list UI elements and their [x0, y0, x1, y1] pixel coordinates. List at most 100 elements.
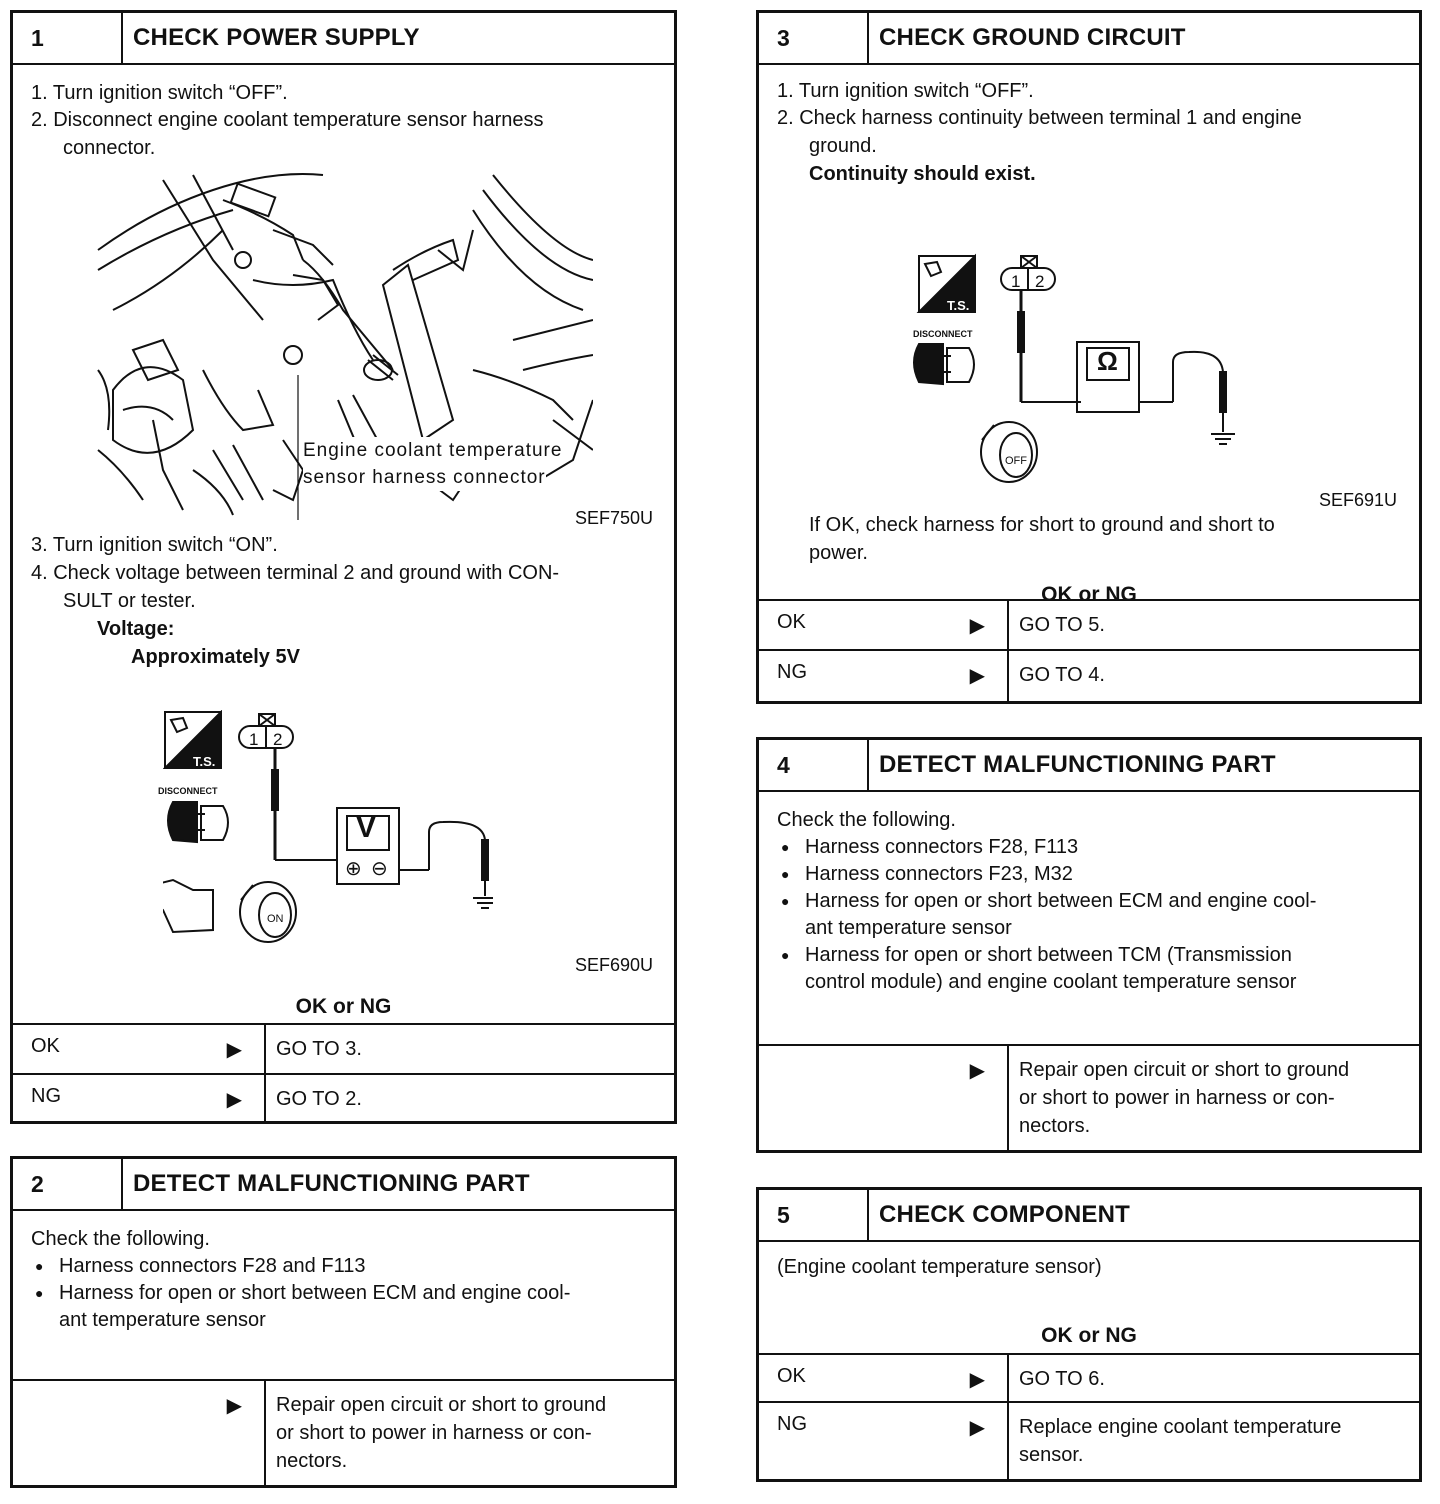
check-item: Harness connectors F28 and F113 — [31, 1253, 674, 1280]
instruction-3: 3. Turn ignition switch “ON”. — [31, 534, 278, 556]
result-row-ok: OK ▶ GO TO 5. — [759, 599, 1419, 649]
result-row-ok: OK ▶ GO TO 3. — [13, 1023, 674, 1073]
step-number: 3 — [759, 13, 869, 63]
disconnect-icon: DISCONNECT — [913, 329, 973, 339]
terminal-1-label: 1 — [249, 730, 259, 749]
result-condition: OK ▶ — [759, 1355, 1009, 1401]
check-item-cont: ant temperature sensor — [805, 917, 1012, 939]
ts-icon: T.S. — [193, 754, 216, 769]
result-condition: ▶ — [13, 1381, 266, 1485]
step-box-5: 5 CHECK COMPONENT (Engine coolant temper… — [756, 1187, 1422, 1482]
step-body-5: (Engine coolant temperature sensor) OK o… — [759, 1242, 1419, 1482]
step-header-4: 4 DETECT MALFUNCTIONING PART — [759, 740, 1419, 792]
figure-callout-line-2: sensor harness connector — [303, 464, 546, 491]
terminal-2-label: 2 — [273, 730, 283, 749]
result-row-ng: NG ▶ Replace engine coolant temperature … — [759, 1401, 1419, 1479]
plus-terminal: ⊕ — [345, 858, 362, 880]
figure-code: SEF750U — [575, 508, 654, 528]
ignition-key-on-icon: ON — [267, 913, 284, 925]
result-action: GO TO 2. — [276, 1088, 362, 1110]
voltmeter-icon: V — [356, 811, 377, 844]
step-box-1: 1 CHECK POWER SUPPLY 1. Turn ignition sw… — [10, 10, 677, 1124]
result-condition: NG ▶ — [759, 651, 1009, 701]
terminal-1-label: 1 — [1011, 272, 1021, 291]
step-box-3: 3 CHECK GROUND CIRCUIT 1. Turn ignition … — [756, 10, 1422, 704]
result-action: Repair open circuit or short to ground o… — [1019, 1059, 1350, 1137]
step-body-4: Check the following. Harness connectors … — [759, 792, 1419, 996]
result-row-ng: NG ▶ GO TO 2. — [13, 1073, 674, 1121]
result-action: GO TO 5. — [1019, 614, 1105, 636]
ohmmeter-icon: Ω — [1097, 346, 1118, 376]
figure-code: SEF691U — [1319, 490, 1398, 510]
instruction-4-cont: SULT or tester. — [63, 590, 196, 612]
result-table: ▶ Repair open circuit or short to ground… — [759, 1044, 1419, 1150]
arrow-icon: ▶ — [226, 1089, 242, 1111]
note-line-2: power. — [809, 542, 868, 564]
result-action: Replace engine coolant temperature senso… — [1019, 1416, 1342, 1466]
component-name: (Engine coolant temperature sensor) — [777, 1256, 1102, 1278]
step-header-2: 2 DETECT MALFUNCTIONING PART — [13, 1159, 674, 1211]
result-condition: OK ▶ — [13, 1025, 266, 1073]
arrow-icon: ▶ — [969, 1060, 985, 1082]
result-condition: NG ▶ — [13, 1075, 266, 1121]
figure-callout-line-1: Engine coolant temperature — [303, 437, 563, 464]
instruction-2-cont: connector. — [63, 137, 156, 159]
step-box-2: 2 DETECT MALFUNCTIONING PART Check the f… — [10, 1156, 677, 1488]
note-line-1: If OK, check harness for short to ground… — [809, 514, 1275, 536]
check-item: Harness for open or short between ECM an… — [31, 1280, 674, 1307]
result-row: ▶ Repair open circuit or short to ground… — [759, 1044, 1419, 1150]
check-item-cont: ant temperature sensor — [59, 1309, 266, 1331]
result-table: OK ▶ GO TO 5. NG ▶ GO TO 4. — [759, 599, 1419, 701]
step-box-4: 4 DETECT MALFUNCTIONING PART Check the f… — [756, 737, 1422, 1153]
spec-value: Continuity should exist. — [809, 163, 1036, 185]
step-body-1: 1. Turn ignition switch “OFF”. 2. Discon… — [13, 65, 674, 1125]
result-row: ▶ Repair open circuit or short to ground… — [13, 1379, 674, 1485]
step-number: 2 — [13, 1159, 123, 1209]
step-body-3: 1. Turn ignition switch “OFF”. 2. Check … — [759, 65, 1419, 705]
terminal-2-label: 2 — [1035, 272, 1045, 291]
step-header-3: 3 CHECK GROUND CIRCUIT — [759, 13, 1419, 65]
arrow-icon: ▶ — [969, 665, 985, 687]
step-header-1: 1 CHECK POWER SUPPLY — [13, 13, 674, 65]
minus-terminal: ⊖ — [371, 858, 388, 880]
spec-label: Voltage: — [97, 618, 175, 640]
ignition-key-off-icon: OFF — [1005, 455, 1027, 467]
result-condition: OK ▶ — [759, 601, 1009, 649]
step-number: 5 — [759, 1190, 869, 1240]
arrow-icon: ▶ — [969, 1369, 985, 1391]
step-title: DETECT MALFUNCTIONING PART — [133, 1170, 530, 1197]
check-intro: Check the following. — [31, 1228, 210, 1250]
check-item: Harness connectors F23, M32 — [777, 861, 1419, 888]
instruction-4: 4. Check voltage between terminal 2 and … — [31, 562, 560, 584]
result-action: GO TO 6. — [1019, 1368, 1105, 1390]
result-table: OK ▶ GO TO 6. NG ▶ Replace engine coolan… — [759, 1353, 1419, 1479]
step-title: DETECT MALFUNCTIONING PART — [879, 751, 1276, 778]
step-title: CHECK GROUND CIRCUIT — [879, 24, 1186, 51]
result-action: Repair open circuit or short to ground o… — [276, 1394, 607, 1472]
arrow-icon: ▶ — [226, 1395, 242, 1417]
arrow-icon: ▶ — [969, 1417, 985, 1439]
check-item: Harness connectors F28, F113 — [777, 834, 1419, 861]
ts-icon: T.S. — [947, 298, 970, 313]
result-row-ok: OK ▶ GO TO 6. — [759, 1353, 1419, 1401]
step-title: CHECK POWER SUPPLY — [133, 24, 420, 51]
result-table: OK ▶ GO TO 3. NG ▶ GO TO 2. — [13, 1023, 674, 1121]
check-item-cont: control module) and engine coolant tempe… — [805, 971, 1297, 993]
wiring-icon — [913, 253, 1235, 483]
step-number: 1 — [13, 13, 123, 63]
instruction-2-cont: ground. — [809, 135, 877, 157]
check-item: Harness for open or short between TCM (T… — [777, 942, 1419, 969]
step-header-5: 5 CHECK COMPONENT — [759, 1190, 1419, 1242]
result-condition: NG ▶ — [759, 1403, 1009, 1479]
disconnect-icon: DISCONNECT — [158, 786, 218, 796]
instruction-2: 2. Check harness continuity between term… — [777, 107, 1302, 129]
result-table: ▶ Repair open circuit or short to ground… — [13, 1379, 674, 1485]
instruction-1: 1. Turn ignition switch “OFF”. — [31, 82, 288, 104]
figure-code: SEF690U — [575, 955, 654, 975]
check-intro: Check the following. — [777, 809, 956, 831]
result-action: GO TO 4. — [1019, 664, 1105, 686]
ok-or-ng-label: OK or NG — [295, 995, 392, 1018]
instruction-2: 2. Disconnect engine coolant temperature… — [31, 109, 544, 131]
step-title: CHECK COMPONENT — [879, 1201, 1131, 1228]
arrow-icon: ▶ — [226, 1039, 242, 1061]
